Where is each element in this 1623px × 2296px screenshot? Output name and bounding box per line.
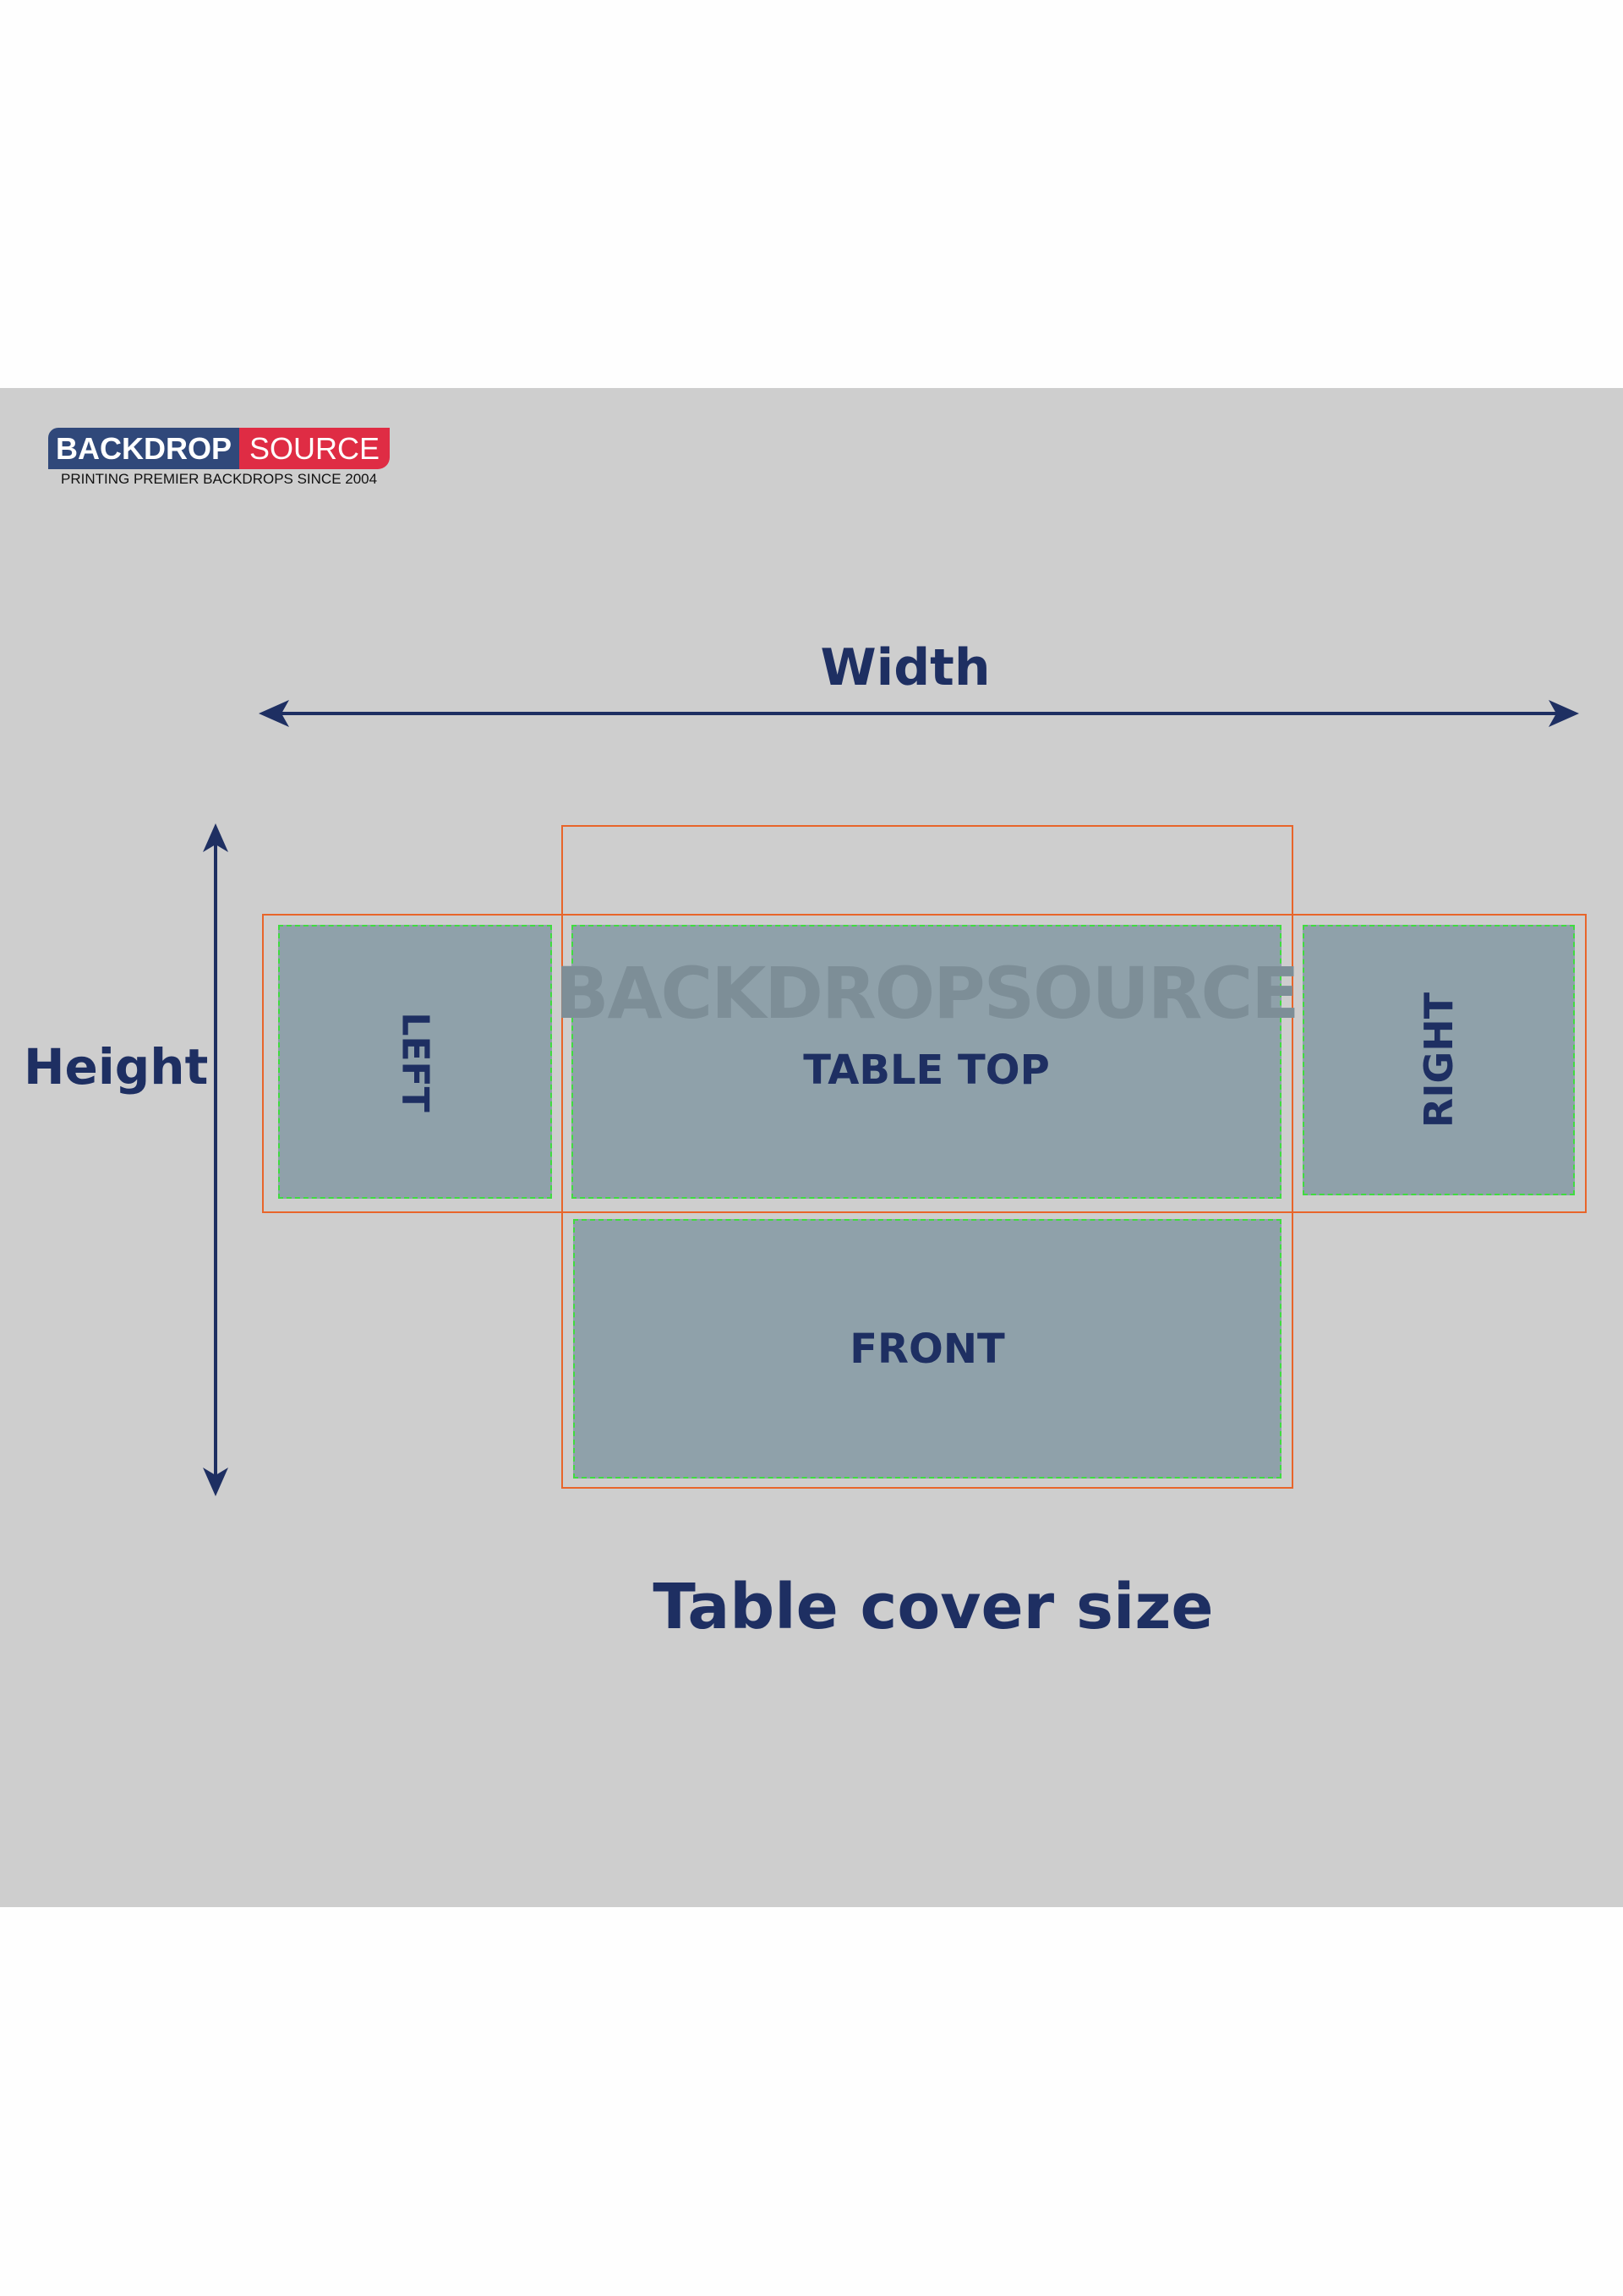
right-panel: RIGHT (1303, 925, 1575, 1195)
center-cut-line (561, 825, 1293, 1489)
front-panel: FRONT (573, 1219, 1281, 1479)
height-label: Height (24, 1038, 209, 1096)
height-arrow-icon (203, 823, 228, 1496)
side-cut-line (262, 914, 1587, 1213)
right-label: RIGHT (1415, 992, 1462, 1129)
table-top-label: TABLE TOP (803, 1047, 1050, 1094)
front-label: FRONT (850, 1325, 1005, 1373)
diagram-title: Table cover size (653, 1571, 1214, 1643)
left-panel: LEFT (278, 925, 552, 1199)
watermark: BACKDROPSOURCE (555, 952, 1300, 1035)
logo-tagline: PRINTING PREMIER BACKDROPS SINCE 2004 (61, 471, 378, 487)
width-arrow-icon (259, 700, 1579, 727)
width-label: Width (820, 638, 991, 697)
table-top-panel: BACKDROPSOURCE TABLE TOP (555, 925, 1300, 1199)
logo-backdrop: BACKDROP (48, 428, 239, 469)
left-label: LEFT (393, 1011, 437, 1112)
logo-source: SOURCE (239, 428, 390, 469)
